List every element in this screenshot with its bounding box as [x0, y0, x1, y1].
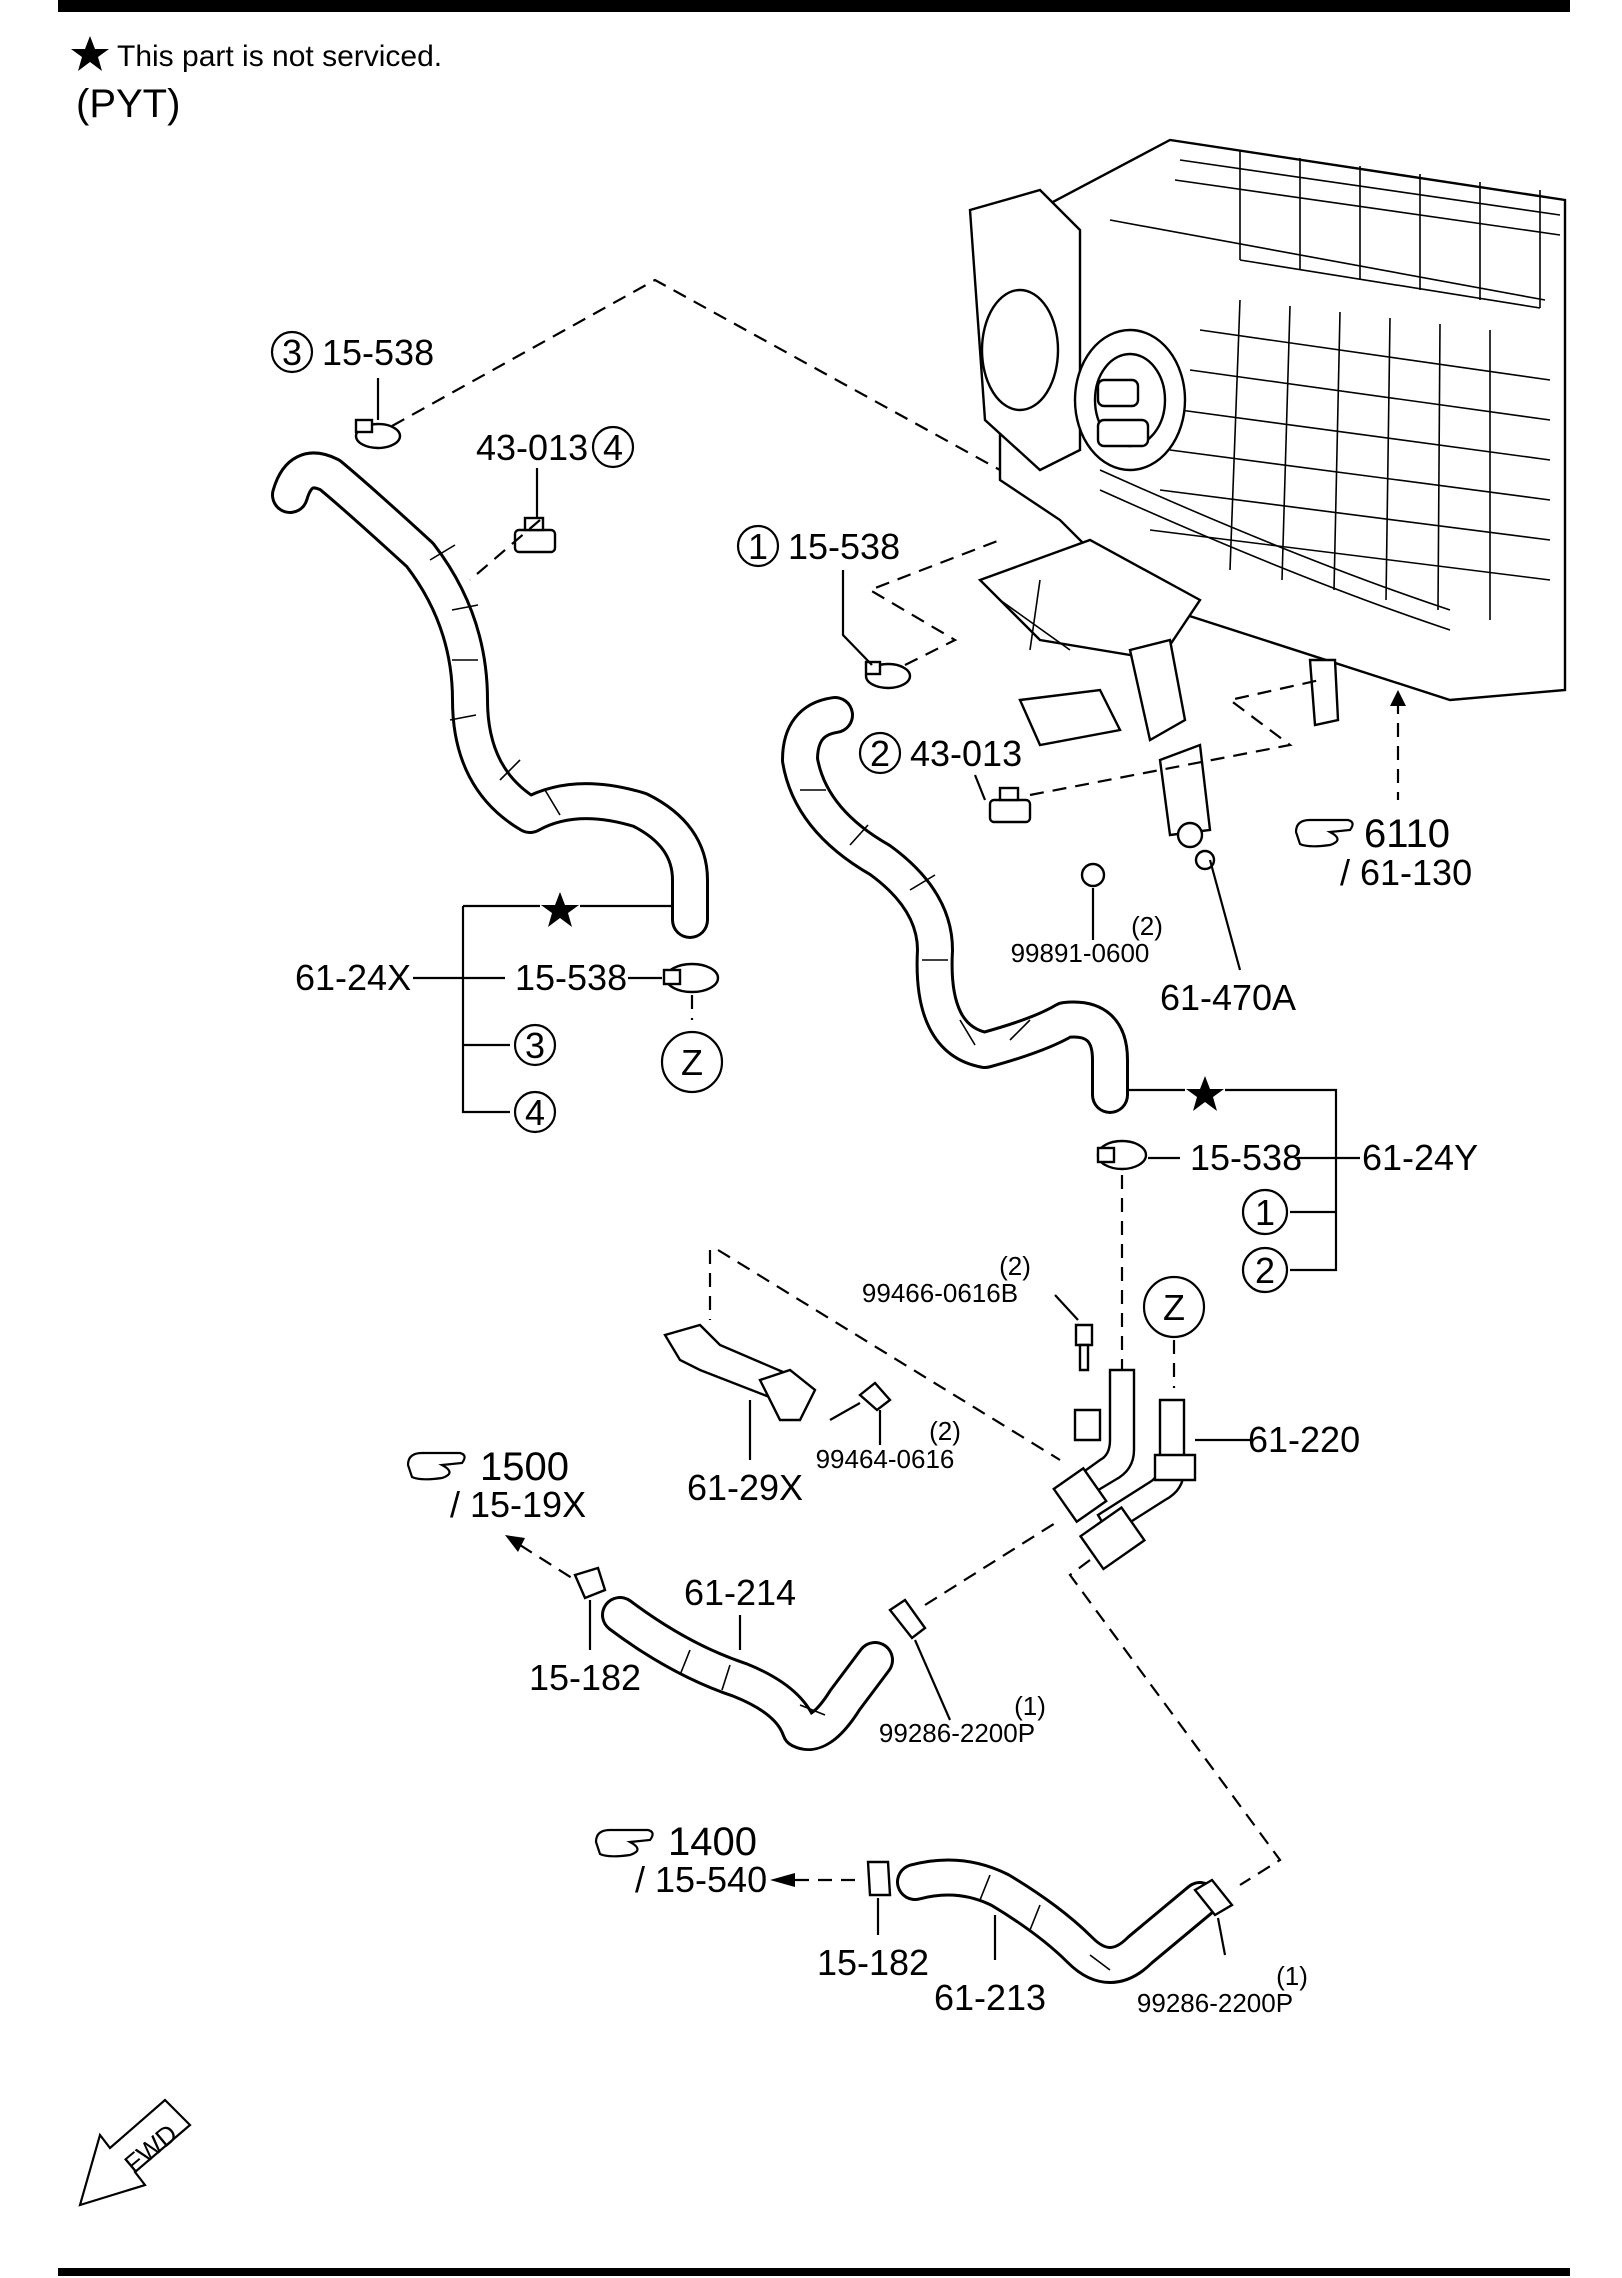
svg-text:Z: Z [1163, 1287, 1185, 1328]
svg-text:43-013: 43-013 [476, 427, 588, 468]
joint-99286-2200P-upper: (1) 99286-2200P [879, 1519, 1061, 1748]
group-61-24Y: 61-24Y 15-538 1 2 Z [1096, 1076, 1478, 1388]
hose-61-24X [271, 451, 709, 939]
clamp-15-538-middle [864, 660, 912, 690]
svg-text:FWD: FWD [118, 2118, 183, 2179]
svg-text:1: 1 [1255, 1192, 1275, 1233]
svg-text:99466-0616B: 99466-0616B [862, 1278, 1018, 1308]
svg-text:(1): (1) [1014, 1691, 1046, 1721]
fwd-arrow-icon: FWD [78, 2098, 192, 2207]
reference-6110: 6110 / 61-130 [1294, 690, 1472, 893]
svg-text:(2): (2) [999, 1251, 1031, 1281]
svg-text:15-538: 15-538 [788, 526, 900, 567]
svg-text:43-013: 43-013 [910, 733, 1022, 774]
callout-99891-0600: (2) 99891-0600 [1011, 888, 1163, 968]
svg-text:(2): (2) [1131, 911, 1163, 941]
svg-text:(2): (2) [929, 1416, 961, 1446]
variant-code: (PYT) [76, 82, 180, 126]
svg-text:99464-0616: 99464-0616 [816, 1444, 955, 1474]
svg-text:61-213: 61-213 [934, 1977, 1046, 2018]
star-icon [541, 892, 579, 927]
callout-61-214: 61-214 [684, 1572, 796, 1650]
svg-text:61-29X: 61-29X [687, 1467, 803, 1508]
bolt-99466-0616B: (2) 99466-0616B [862, 1251, 1094, 1372]
reference-1400: 1400 / 15-540 [594, 1820, 860, 1900]
callout-3-15-538: 3 15-538 [270, 330, 434, 420]
svg-text:61-470A: 61-470A [1160, 977, 1296, 1018]
svg-text:2: 2 [870, 733, 890, 774]
joint-99286-2200P-lower: (1) 99286-2200P [1137, 1878, 1308, 2018]
svg-text:/ 61-130: / 61-130 [1340, 852, 1472, 893]
hose-61-24Y [781, 696, 1129, 1114]
clamp-15-182-lower: 15-182 [817, 1860, 929, 1983]
group-61-24X: 61-24X 15-538 Z 3 4 [295, 892, 724, 1134]
callout-61-470A: 61-470A [1160, 859, 1296, 1018]
clip-43-013-middle [988, 786, 1032, 824]
star-icon [71, 36, 109, 71]
svg-text:61-214: 61-214 [684, 1572, 796, 1613]
heater-unit-illustration [968, 138, 1567, 888]
hose-61-214 [601, 1596, 894, 1751]
svg-text:3: 3 [525, 1025, 545, 1066]
svg-text:15-538: 15-538 [322, 332, 434, 373]
svg-text:1400: 1400 [668, 1820, 757, 1864]
callout-61-213: 61-213 [934, 1915, 1046, 2018]
svg-text:61-24X: 61-24X [295, 957, 411, 998]
reference-1500: 1500 / 15-19X [406, 1445, 586, 1581]
clamp-15-538-upper-left [354, 418, 402, 450]
svg-text:(1): (1) [1276, 1961, 1308, 1991]
star-icon [1186, 1076, 1224, 1111]
callout-43-013-4: 43-013 4 [476, 425, 635, 518]
svg-text:99286-2200P: 99286-2200P [879, 1718, 1035, 1748]
callout-2-43-013: 2 43-013 [858, 731, 1022, 801]
svg-text:6110: 6110 [1364, 812, 1450, 856]
bolt-99464-0616: (2) 99464-0616 [816, 1381, 961, 1474]
svg-text:15-182: 15-182 [817, 1942, 929, 1983]
not-serviced-note: This part is not serviced. [117, 40, 442, 73]
svg-text:/ 15-19X: / 15-19X [450, 1484, 586, 1525]
callout-1-15-538: 1 15-538 [736, 524, 900, 666]
svg-text:15-538: 15-538 [515, 957, 627, 998]
hand-pointer-icon [594, 1828, 654, 1858]
svg-text:4: 4 [603, 427, 623, 468]
bottom-border [58, 2268, 1570, 2276]
svg-text:61-24Y: 61-24Y [1362, 1137, 1478, 1178]
bracket-61-29X: 61-29X [663, 1249, 1061, 1508]
svg-text:99286-2200P: 99286-2200P [1137, 1988, 1293, 2018]
clamp-15-182-upper: 15-182 [529, 1566, 641, 1698]
pipe-61-220: 61-220 [1052, 1368, 1360, 1571]
svg-text:15-182: 15-182 [529, 1657, 641, 1698]
svg-text:4: 4 [525, 1092, 545, 1133]
svg-text:1: 1 [748, 526, 768, 567]
svg-text:3: 3 [282, 332, 302, 373]
top-border [58, 0, 1570, 12]
svg-text:15-538: 15-538 [1190, 1137, 1302, 1178]
hose-61-213 [896, 1858, 1219, 1984]
header-note: This part is not serviced. [71, 36, 442, 73]
svg-text:99891-0600: 99891-0600 [1011, 938, 1150, 968]
nut-99891 [1080, 862, 1106, 888]
svg-text:/ 15-540: / 15-540 [635, 1859, 767, 1900]
hand-pointer-icon [406, 1451, 466, 1481]
hand-pointer-icon [1294, 818, 1354, 848]
svg-text:Z: Z [681, 1042, 703, 1083]
svg-text:1500: 1500 [480, 1445, 569, 1489]
svg-text:2: 2 [1255, 1250, 1275, 1291]
svg-text:61-220: 61-220 [1248, 1419, 1360, 1460]
